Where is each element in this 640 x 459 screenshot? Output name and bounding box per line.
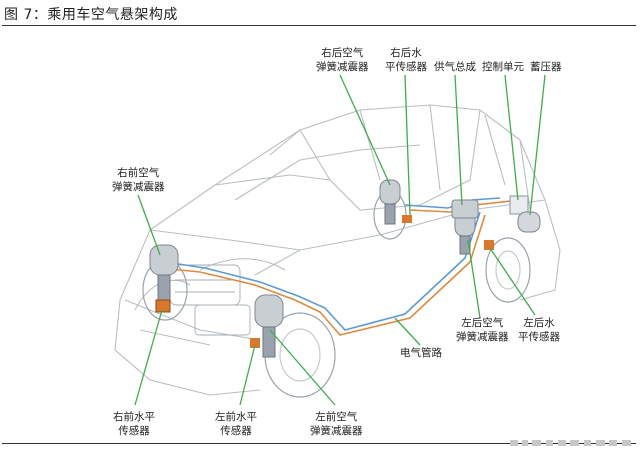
- label-reservoir: 蓄压器: [530, 61, 562, 73]
- air-supply-unit-shape: [451, 199, 479, 219]
- rear-left-wheel: [485, 237, 531, 303]
- label-control-unit: 控制单元: [482, 61, 524, 73]
- label-front-right-air-spring: 右前空气弹簧减震器: [112, 167, 165, 193]
- watermark-icon: [510, 440, 631, 446]
- label-rear-left-height-sensor: 左后水平传感器: [518, 317, 560, 343]
- label-rear-left-air-spring: 左后空气弹簧减震器: [456, 317, 509, 343]
- label-air-lines: 电气管路: [400, 347, 442, 359]
- reservoir-shape: [517, 211, 541, 233]
- bottom-divider: [2, 443, 636, 445]
- front-right-height-sensor-shape: [155, 299, 171, 313]
- label-rear-right-height-sensor: 右后水平传感器: [385, 47, 427, 73]
- front-left-air-spring-shape: [250, 294, 284, 358]
- control-unit-shape: [509, 195, 529, 215]
- engine-block: [169, 264, 251, 336]
- label-front-right-height-sensor: 右前水平传感器: [113, 411, 155, 437]
- leader-lines: [134, 74, 546, 406]
- label-front-left-air-spring: 左前空气弹簧减震器: [310, 411, 363, 437]
- rear-right-air-spring-shape: [379, 179, 412, 225]
- label-front-left-height-sensor: 左前水平传感器: [215, 411, 257, 437]
- figure-title: 图 7：乘用车空气悬架构成: [4, 7, 178, 23]
- front-right-air-spring-shape: [149, 244, 179, 304]
- title-divider: [2, 25, 636, 27]
- label-rear-right-air-spring: 右后空气弹簧减震器: [316, 47, 369, 73]
- label-air-supply-unit: 供气总成: [434, 61, 476, 73]
